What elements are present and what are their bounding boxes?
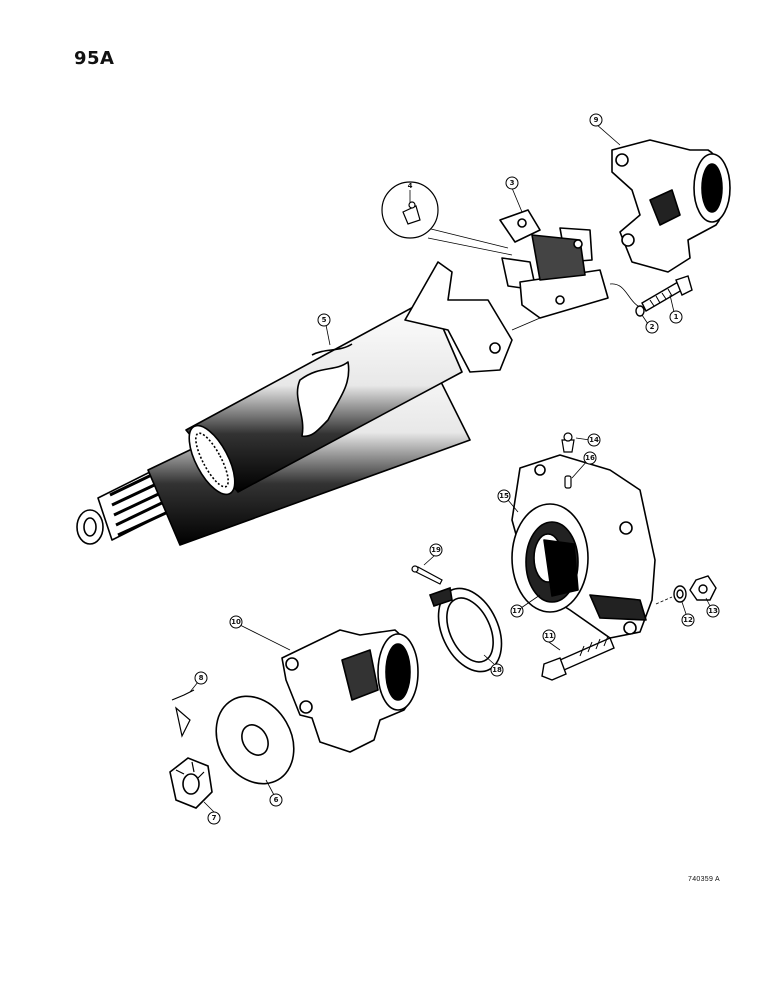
callout-5-label: 5 (322, 316, 327, 324)
callout-16-label: 16 (585, 454, 595, 462)
callout-14-label: 14 (589, 436, 599, 444)
yoke-upper (611, 139, 731, 273)
callout-9-label: 9 (594, 116, 599, 124)
bolt-small (641, 275, 693, 312)
callout-13: 13 (706, 604, 720, 618)
leader-lines-upper (426, 227, 639, 331)
page-number: 95A (74, 48, 115, 69)
callout-6-label: 6 (274, 796, 279, 804)
callout-10: 10 (229, 615, 243, 629)
callout-17-label: 17 (512, 607, 522, 615)
leader-nut (655, 596, 673, 605)
callout-19: 19 (429, 543, 443, 557)
figure-code: 740359 A (688, 876, 720, 883)
callout-leaders (189, 123, 711, 813)
grease-fitting-inset (381, 181, 439, 239)
callout-18-label: 18 (492, 666, 502, 674)
callout-4: 4 (408, 182, 413, 190)
callout-14: 14 (587, 433, 601, 447)
callout-15-label: 15 (499, 492, 509, 500)
callout-19-label: 19 (431, 546, 441, 554)
callout-8: 8 (194, 671, 208, 685)
callout-6: 6 (269, 793, 283, 807)
bearing-housing (511, 454, 656, 639)
housing-pin (564, 475, 572, 489)
castle-nut (169, 757, 213, 809)
callout-3: 3 (505, 176, 519, 190)
callout-11-label: 11 (544, 632, 554, 640)
callout-4-label: 4 (408, 182, 413, 190)
yoke-lower (281, 629, 419, 753)
callout-12-label: 12 (683, 616, 693, 624)
callout-11: 11 (542, 629, 556, 643)
universal-joint (499, 209, 609, 319)
hex-bolt (541, 635, 615, 681)
callout-1-label: 1 (674, 313, 679, 321)
callout-12: 12 (681, 613, 695, 627)
callout-15: 15 (497, 489, 511, 503)
callout-5: 5 (317, 313, 331, 327)
clamp-ring (428, 586, 503, 673)
lock-washer (673, 585, 687, 603)
callout-13-label: 13 (708, 607, 718, 615)
callout-9: 9 (589, 113, 603, 127)
callout-2-label: 2 (650, 323, 655, 331)
cotter-pin (171, 689, 195, 738)
callout-10-label: 10 (231, 618, 241, 626)
callout-1: 1 (669, 310, 683, 324)
flat-washer (215, 695, 295, 785)
hex-nut (689, 575, 717, 601)
callout-7-label: 7 (212, 814, 217, 822)
clamp-screw (411, 565, 443, 585)
callout-8-label: 8 (199, 674, 204, 682)
callout-2: 2 (645, 320, 659, 334)
callout-17: 17 (510, 604, 524, 618)
housing-grease-fitting (561, 432, 575, 453)
callout-3-label: 3 (510, 179, 515, 187)
callout-18: 18 (490, 663, 504, 677)
shaft-spline-end (76, 468, 169, 545)
lock-washer-small (635, 305, 645, 317)
drive-shaft (76, 261, 513, 546)
callout-16: 16 (583, 451, 597, 465)
callout-7: 7 (207, 811, 221, 825)
